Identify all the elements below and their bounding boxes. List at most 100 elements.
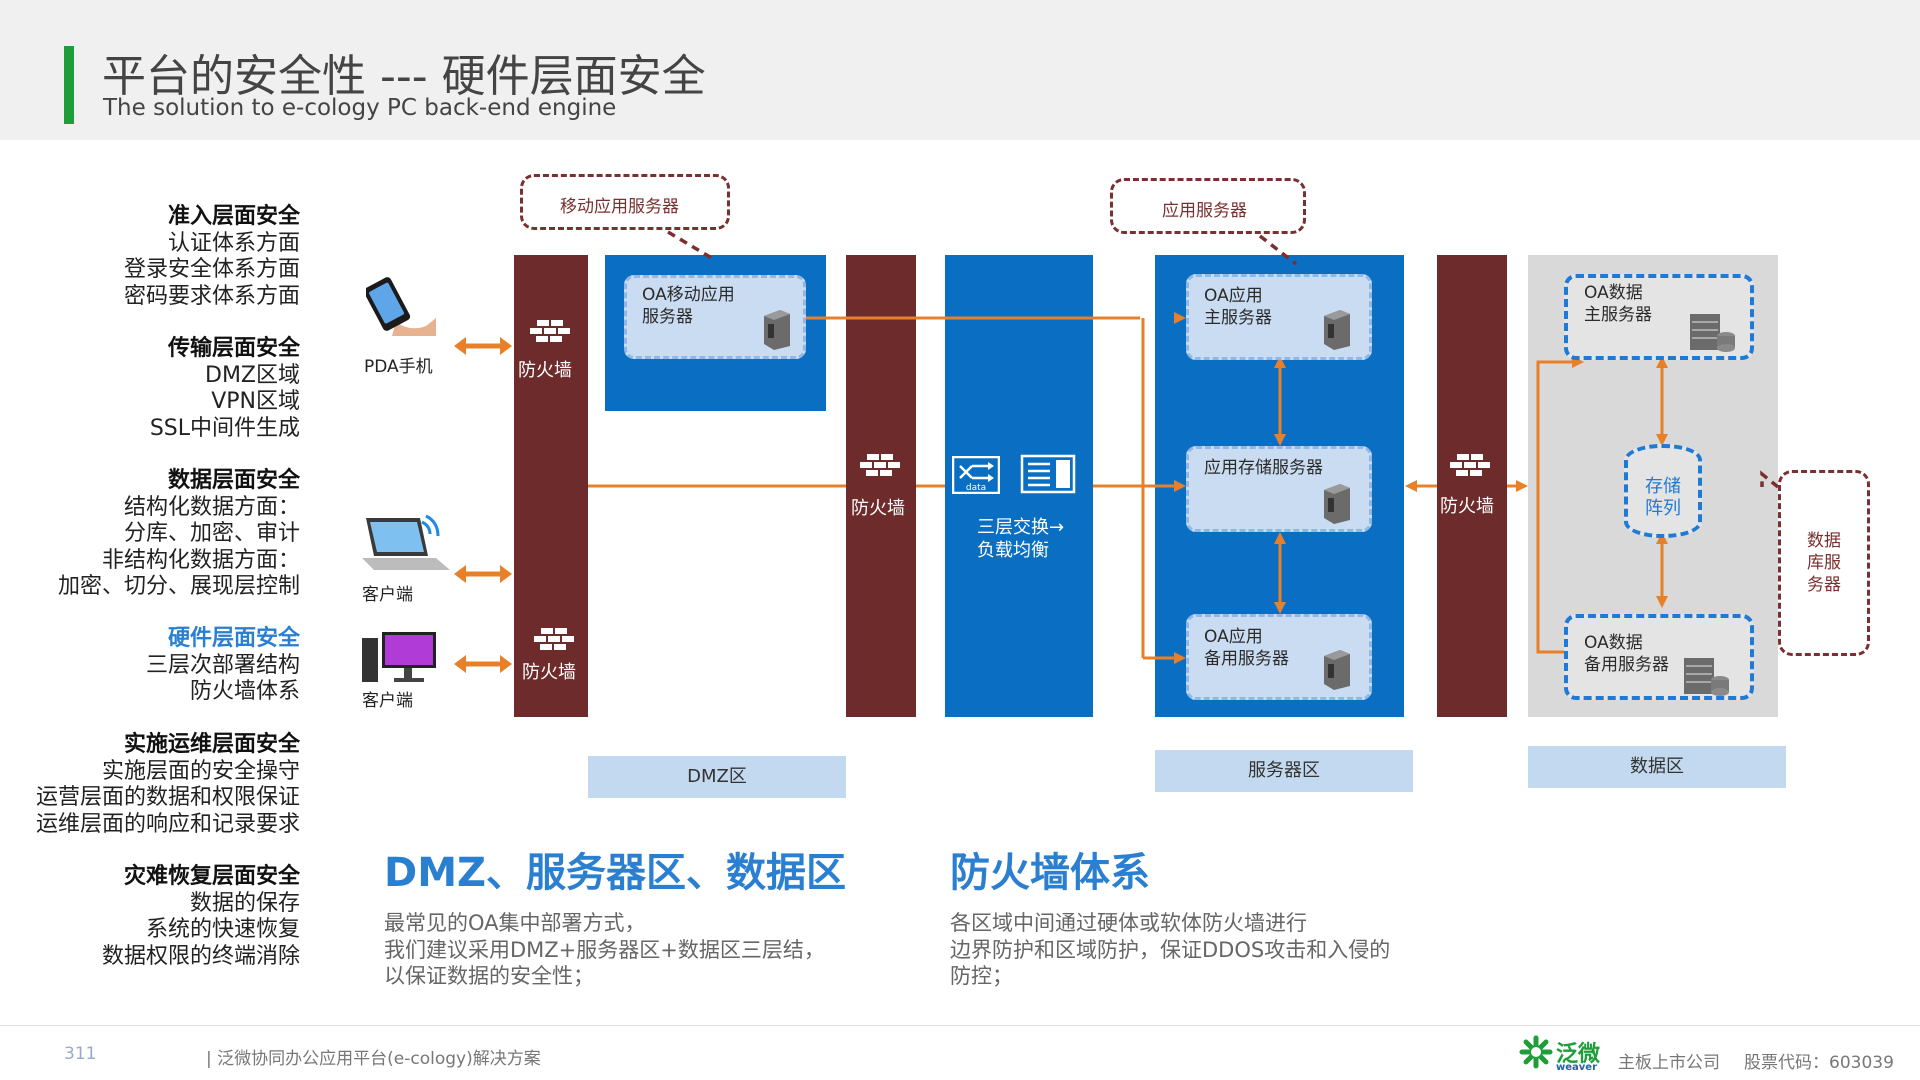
paragraph-line: 各区域中间通过硬体或软体防火墙进行 (950, 911, 1307, 935)
arrowhead (1174, 652, 1186, 664)
server-label-line: 备用服务器 (1204, 649, 1289, 669)
category-item: 数据的保存 (189, 890, 300, 916)
firewall-icon (860, 454, 900, 476)
footer-doc-title: | 泛微协同办公应用平台(e-cology)解决方案 (206, 1049, 541, 1069)
arrowhead (1656, 434, 1668, 446)
client1-link-arrow (454, 565, 512, 583)
switch-label: 三层交换→ 负载均衡 (977, 516, 1064, 562)
brand-name-en: weaver (1556, 1062, 1598, 1073)
oa-mobile-server-label: OA移动应用 服务器 (642, 284, 735, 328)
category-heading: 数据层面安全 (167, 468, 300, 493)
zone-label-dmz: DMZ区 (588, 756, 846, 798)
section-heading-zones: DMZ、服务器区、数据区 (384, 850, 847, 896)
laptop-icon (362, 514, 450, 570)
category-item: 三层次部署结构 (145, 652, 300, 678)
header-band (0, 0, 1920, 140)
section-paragraph-zones: 最常见的OA集中部署方式， 我们建议采用DMZ+服务器区+数据区三层结， 以保证… (384, 910, 825, 990)
desktop-computer-icon (362, 632, 436, 682)
server-label-line: 备用服务器 (1584, 655, 1669, 675)
switch-label-line: 三层交换→ (977, 517, 1065, 538)
firewall-label: 防火墙 (518, 360, 572, 381)
paragraph-line: 防控； (950, 964, 1013, 988)
company-listing: 主板上市公司 (1618, 1053, 1720, 1073)
category-access: 准入层面安全 认证体系方面 登录安全体系方面 密码要求体系方面 (124, 204, 300, 310)
category-hardware: 硬件层面安全 三层次部署结构 防火墙体系 (146, 626, 300, 706)
paragraph-line: 最常见的OA集中部署方式， (384, 911, 646, 935)
zone-label-data: 数据区 (1528, 746, 1786, 788)
data-switch-icon: data (952, 456, 1000, 494)
brand-name-cn: 泛微 (1556, 1042, 1601, 1067)
server-tower-icon (1324, 650, 1350, 690)
category-item: 运营层面的数据和权限保证 (35, 785, 300, 810)
storage-array-label: 存储 阵列 (1624, 476, 1702, 520)
callout-mobile-app-server (520, 174, 730, 230)
oa-db-backup-label: OA数据 备用服务器 (1584, 632, 1669, 676)
firewall-label: 防火墙 (522, 662, 576, 683)
category-heading: 实施运维层面安全 (123, 732, 300, 757)
storage-array (1624, 444, 1702, 538)
server-label-line: 服务器 (642, 307, 693, 327)
app-storage-server-label: 应用存储服务器 (1204, 458, 1323, 478)
category-item: 防火墙体系 (189, 679, 300, 704)
firewall-icon (530, 320, 570, 342)
category-item: 实施层面的安全操守 (101, 758, 300, 784)
arrowhead (1656, 356, 1668, 368)
load-balancer-icon (1020, 454, 1076, 494)
callout-mobile-label: 移动应用服务器 (560, 197, 679, 217)
category-item: SSL中间件生成 (149, 415, 300, 441)
server-label-line: 主服务器 (1584, 305, 1652, 325)
category-item: 登录安全体系方面 (123, 257, 300, 282)
page-number: 311 (64, 1044, 97, 1064)
category-item: 加密、切分、展现层控制 (57, 574, 300, 599)
category-item: 非结构化数据方面： (101, 547, 300, 573)
arrowhead (1656, 532, 1668, 544)
category-item: 系统的快速恢复 (145, 917, 300, 942)
paragraph-line: 以保证数据的安全性； (384, 964, 594, 988)
weaver-logo-icon (1519, 1035, 1553, 1069)
paragraph-line: 边界防护和区域防护，保证DDOS攻击和入侵的 (950, 937, 1391, 962)
arrowhead (1274, 532, 1286, 544)
title-accent-bar (64, 46, 74, 124)
server-tower-icon (764, 310, 790, 350)
pda-label: PDA手机 (364, 357, 433, 377)
section-heading-firewall: 防火墙体系 (950, 850, 1150, 896)
server-label-line: OA数据 (1584, 283, 1643, 303)
server-label-line: 主服务器 (1204, 308, 1272, 328)
category-ops: 实施运维层面安全 实施层面的安全操守 运营层面的数据和权限保证 运维层面的响应和… (36, 732, 300, 838)
server-label-line: OA数据 (1584, 633, 1643, 653)
category-heading: 传输层面安全 (167, 336, 300, 361)
storage-label-line: 阵列 (1645, 498, 1681, 519)
storage-label-line: 存储 (1645, 476, 1681, 497)
client-label-2: 客户端 (362, 691, 413, 711)
arrowhead (1656, 596, 1668, 608)
database-server-icon (1684, 658, 1729, 696)
callout-db-server (1778, 470, 1870, 656)
category-heading: 灾难恢复层面安全 (123, 864, 300, 889)
callout-app-label: 应用服务器 (1162, 201, 1247, 221)
category-item: 分库、加密、审计 (123, 521, 300, 546)
firewall-icon (534, 628, 574, 650)
category-item: 数据权限的终端消除 (101, 943, 300, 969)
data-icon-text: data (966, 483, 986, 493)
category-transport: 传输层面安全 DMZ区域 VPN区域 SSL中间件生成 (150, 336, 300, 442)
arrowhead (1174, 480, 1186, 492)
oa-backup-server-label: OA应用 备用服务器 (1204, 626, 1289, 670)
pda-link-arrow (454, 337, 512, 355)
category-item: DMZ区域 (205, 362, 300, 388)
arrowhead (1405, 480, 1417, 492)
category-item: 密码要求体系方面 (123, 283, 300, 309)
server-label-line: OA应用 (1204, 286, 1263, 306)
arrowhead (1516, 480, 1528, 492)
client2-link-arrow (454, 655, 512, 673)
firewall-label: 防火墙 (851, 498, 905, 519)
zone-label-server: 服务器区 (1155, 750, 1413, 792)
arrowhead (1274, 356, 1286, 368)
category-heading: 准入层面安全 (167, 204, 300, 229)
stock-code: 股票代码：603039 (1744, 1053, 1894, 1073)
firewall-column-2 (846, 255, 916, 717)
server-tower-icon (1324, 310, 1350, 350)
client-label-1: 客户端 (362, 585, 413, 605)
arrowhead (1174, 312, 1186, 324)
section-paragraph-firewall: 各区域中间通过硬体或软体防火墙进行 边界防护和区域防护，保证DDOS攻击和入侵的… (950, 910, 1390, 990)
